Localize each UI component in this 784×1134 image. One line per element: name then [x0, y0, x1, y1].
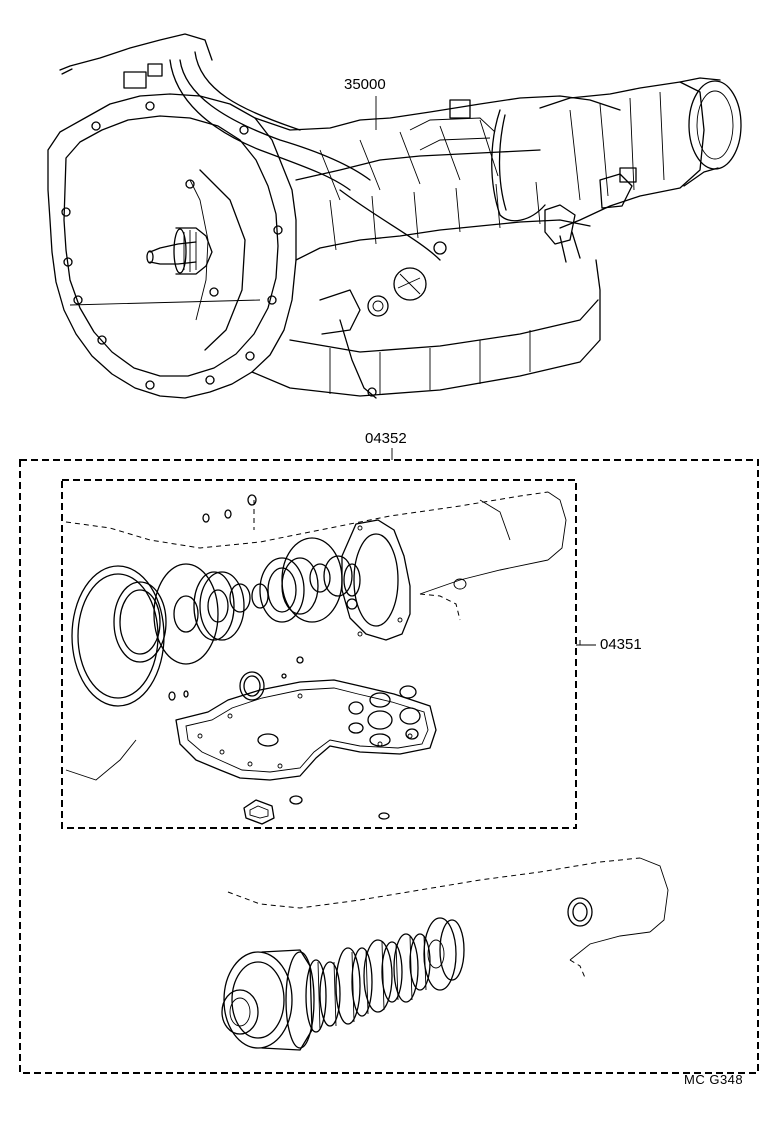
leader-tick [576, 640, 581, 646]
drawing-code: MC G348 [684, 1072, 744, 1087]
ghost-outline-upper [65, 491, 567, 781]
part-number-04352: 04352 [365, 430, 407, 447]
seal-ring-stack [71, 537, 361, 707]
kit-04351-boundary [61, 479, 577, 829]
pan-gasket [175, 671, 437, 825]
ghost-outline-lower [227, 857, 669, 981]
wire-harness [59, 33, 546, 261]
transmission-case [251, 77, 742, 399]
small-o-rings [168, 494, 390, 820]
kit-04352-boundary [19, 459, 759, 1074]
part-number-04351: 04351 [600, 636, 642, 653]
part-number-35000: 35000 [344, 76, 386, 93]
clutch-drum-assembly [221, 897, 593, 1051]
rear-gasket [341, 519, 411, 641]
bell-housing [47, 93, 297, 399]
transmission-assembly [47, 33, 742, 399]
